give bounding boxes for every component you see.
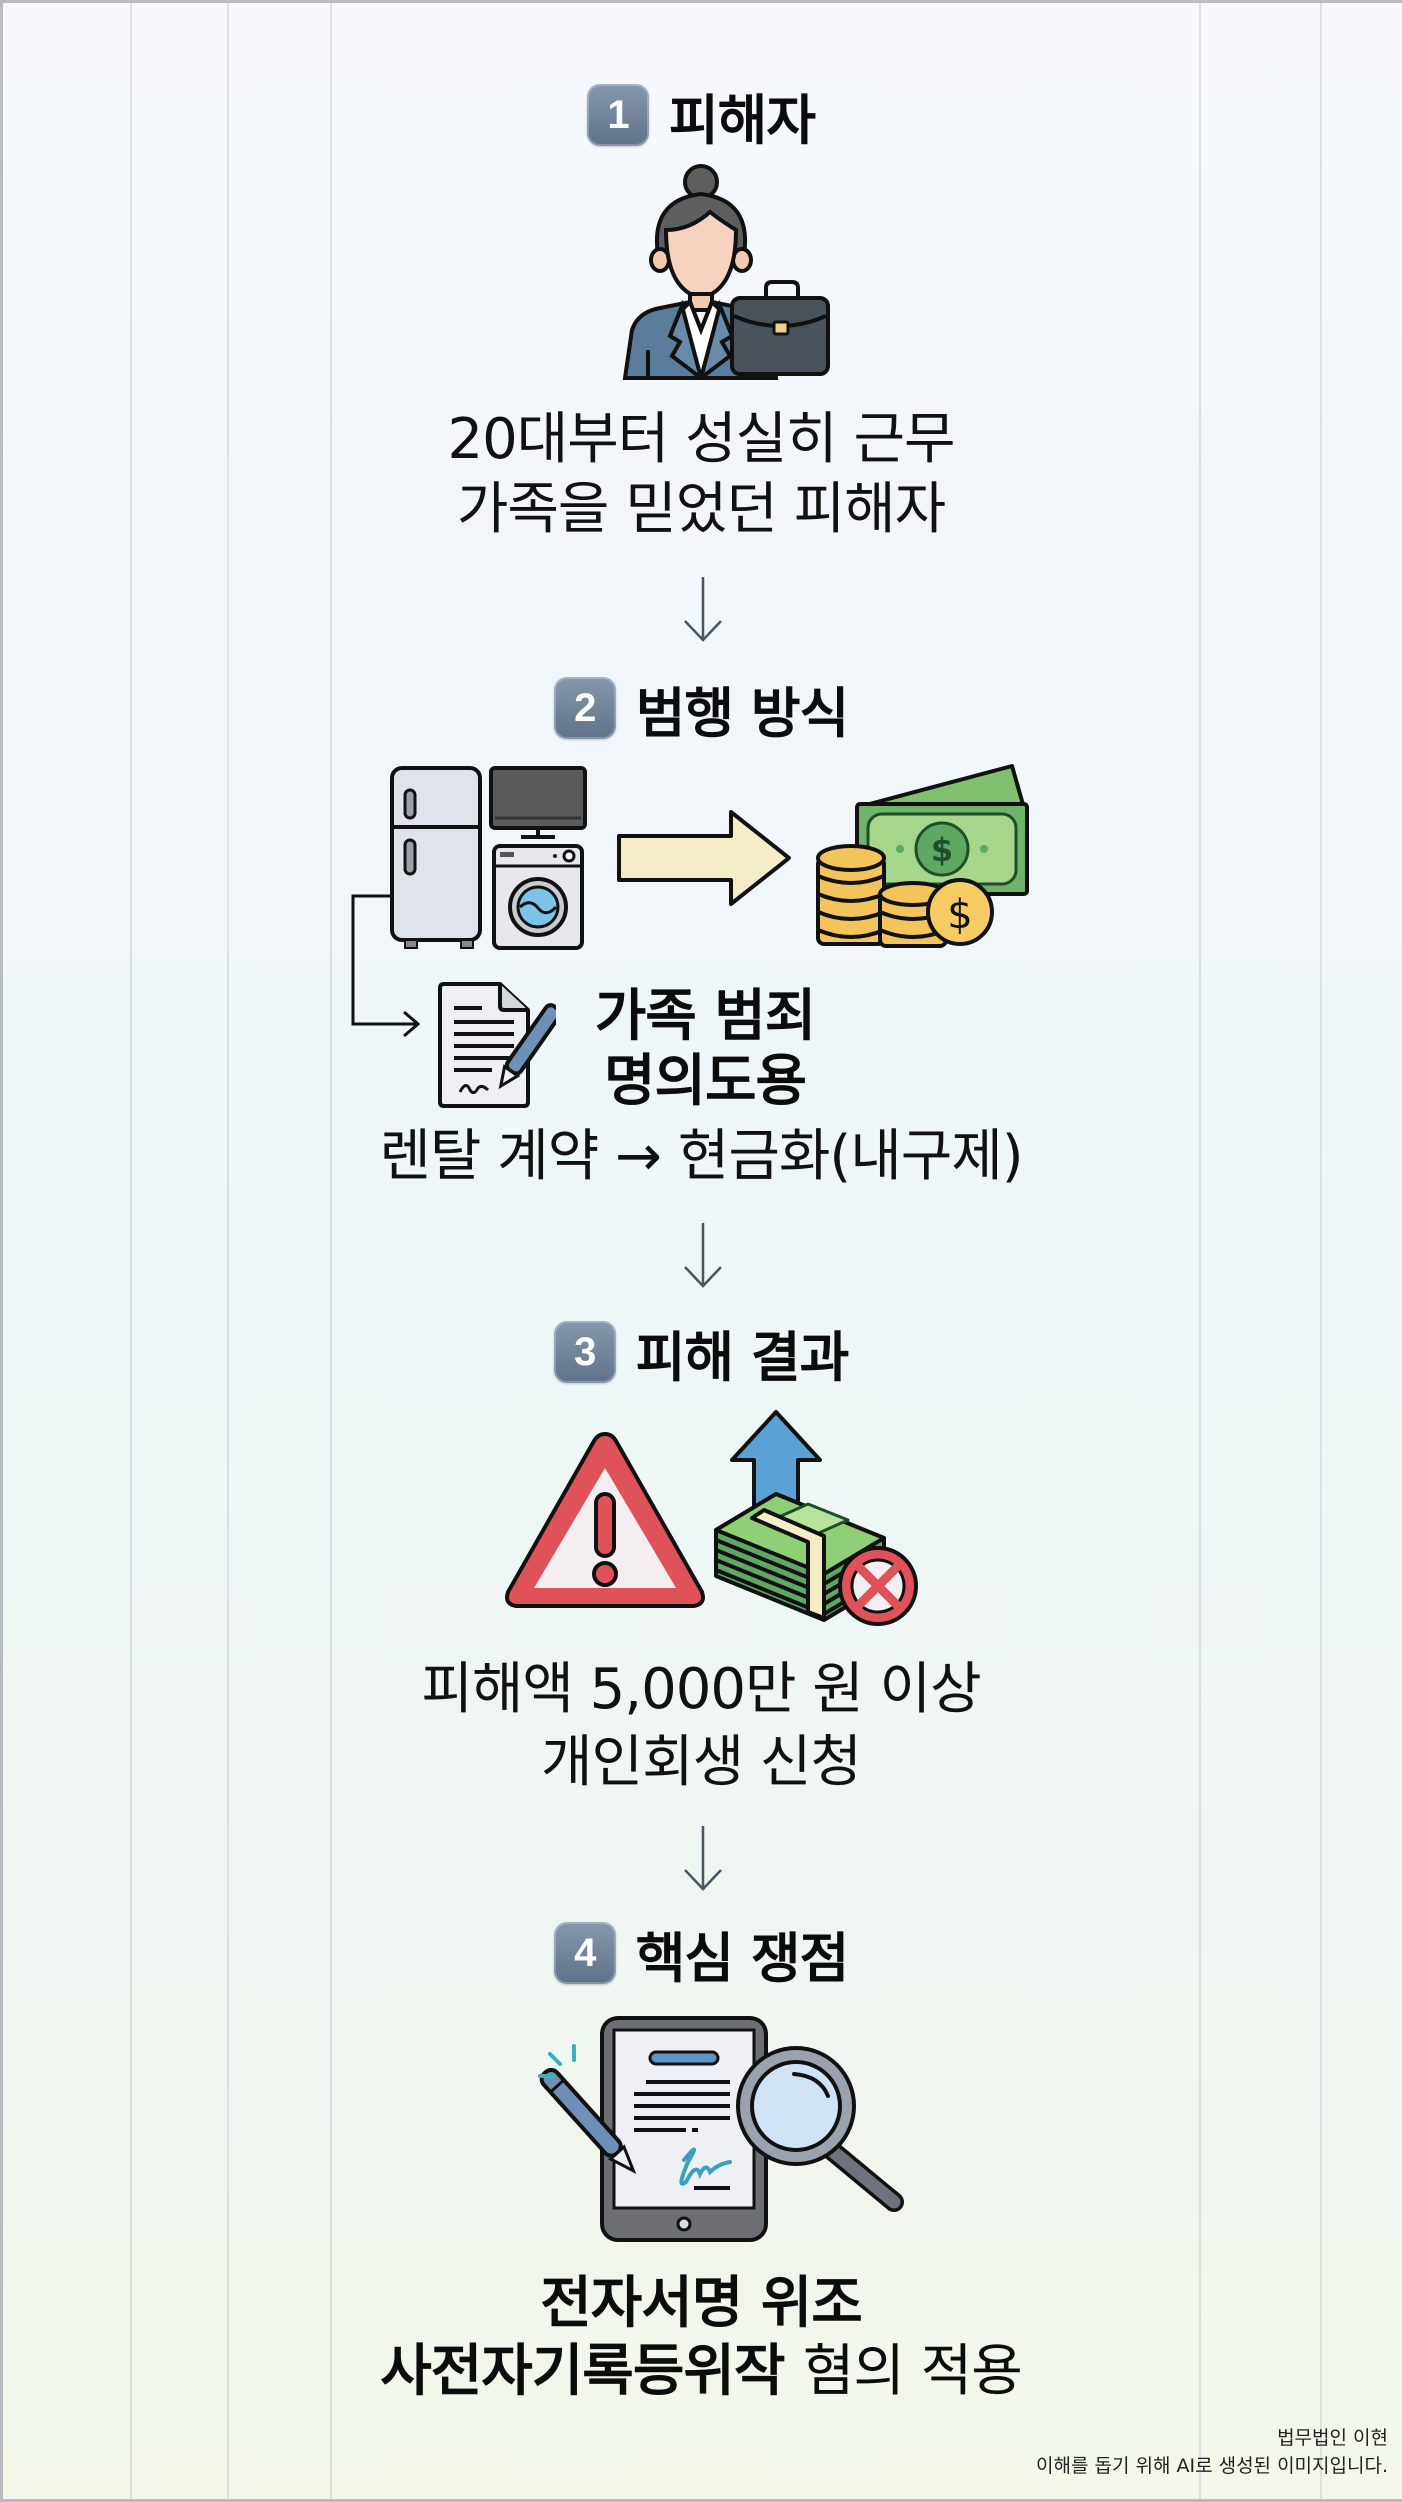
section-3-heading: 3 피해 결과 bbox=[0, 1317, 1402, 1389]
section-1-heading: 1 피해자 bbox=[0, 80, 1402, 152]
flow-to-text: 현금화(내구제) bbox=[677, 1124, 1024, 1189]
signed-contract-icon bbox=[438, 982, 556, 1108]
number-badge-4: 4 bbox=[553, 1922, 616, 1984]
section-2-flow-line: 렌탈 계약 → 현금화(내구제) bbox=[0, 1122, 1402, 1192]
background-stripe bbox=[227, 0, 229, 2502]
down-arrow-icon bbox=[684, 1223, 722, 1288]
section-2-bold-line-1: 가족 범죄 bbox=[594, 984, 817, 1049]
svg-text:$: $ bbox=[947, 892, 972, 938]
section-4-bold-line-2: 사전자기록등위작 bbox=[380, 2339, 785, 2404]
number-badge-2: 2 bbox=[553, 677, 616, 739]
footer-line-1: 법무법인 이현 bbox=[1277, 2427, 1388, 2449]
down-arrow-icon bbox=[684, 577, 722, 642]
businesswoman-with-briefcase-icon bbox=[622, 164, 830, 380]
number-badge-3: 3 bbox=[553, 1321, 616, 1383]
background-stripe bbox=[1320, 0, 1322, 2502]
footer-line-2: 이해를 돕기 위해 AI로 생성된 이미지입니다. bbox=[1036, 2455, 1388, 2477]
background-stripe bbox=[330, 0, 332, 2502]
home-appliances-icon bbox=[390, 766, 587, 950]
number-badge-1: 1 bbox=[586, 84, 649, 146]
tablet-e-signature-magnifier-icon bbox=[538, 2016, 904, 2242]
section-2-bold-line-2: 명의도용 bbox=[603, 1049, 807, 1114]
section-3-title: 피해 결과 bbox=[635, 1325, 850, 1389]
section-4-title: 핵심 쟁점 bbox=[635, 1926, 850, 1990]
section-4-regular-suffix: 혐의 적용 bbox=[802, 2339, 1023, 2404]
cash-and-coins-icon: $ $ bbox=[816, 764, 1029, 948]
section-2-heading: 2 범행 방식 bbox=[0, 673, 1402, 745]
section-3-line-2: 개인회생 신청 bbox=[541, 1730, 862, 1795]
money-loss-icon bbox=[714, 1410, 918, 1626]
svg-text:$: $ bbox=[931, 831, 953, 869]
flow-from-text: 렌탈 계약 bbox=[379, 1124, 599, 1189]
section-4-heading: 4 핵심 쟁점 bbox=[0, 1918, 1402, 1990]
section-1-line-2: 가족을 믿었던 피해자 bbox=[456, 477, 946, 542]
background-stripe bbox=[1199, 0, 1201, 2502]
down-arrow-icon bbox=[684, 1826, 722, 1891]
right-arrow-icon bbox=[617, 810, 791, 906]
section-4-line-2: 사전자기록등위작 혐의 적용 bbox=[0, 2340, 1402, 2404]
connector-arrow-icon bbox=[351, 894, 421, 1038]
footer-credit: 법무법인 이현 이해를 돕기 위해 AI로 생성된 이미지입니다. bbox=[1036, 2424, 1388, 2480]
section-4-bold-line-1: 전자서명 위조 bbox=[540, 2271, 863, 2336]
warning-triangle-icon bbox=[505, 1432, 705, 1608]
section-2-title: 범행 방식 bbox=[635, 681, 850, 745]
section-1-title: 피해자 bbox=[668, 88, 816, 152]
background-stripe bbox=[130, 0, 132, 2502]
section-3-line-1: 피해액 5,000만 원 이상 bbox=[421, 1657, 981, 1722]
section-1-line-1: 20대부터 성실히 근무 bbox=[447, 407, 955, 472]
flow-arrow-icon: → bbox=[615, 1124, 662, 1189]
